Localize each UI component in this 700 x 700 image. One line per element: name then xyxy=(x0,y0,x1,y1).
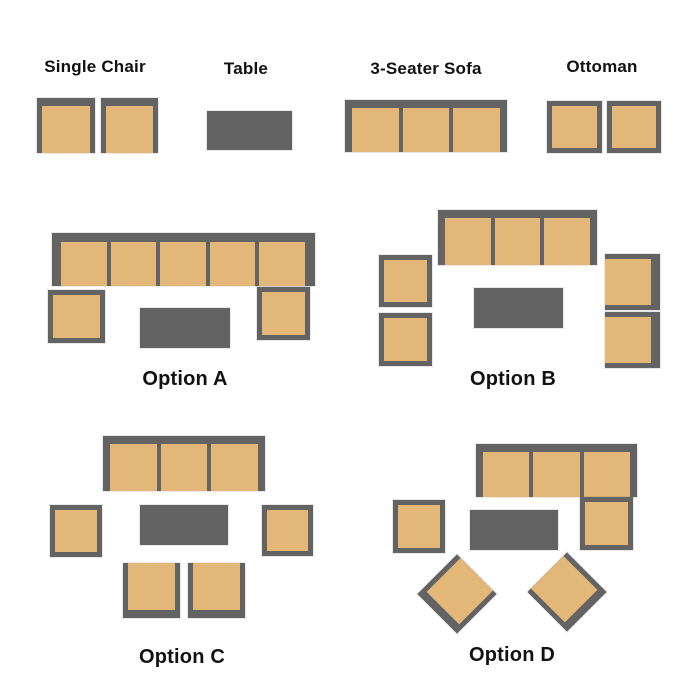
legend-label-table: Table xyxy=(223,59,269,78)
single-chair-icon xyxy=(101,98,158,153)
option-a-arrangement[interactable]: Option A xyxy=(48,233,315,390)
ottoman-shape xyxy=(262,505,313,556)
sofa-cushion xyxy=(211,444,259,491)
sofa-cushion xyxy=(209,242,256,286)
chaise-seat-shape xyxy=(580,497,633,550)
ottoman-cushion xyxy=(53,295,100,338)
option-d-arrangement[interactable]: Option D xyxy=(393,444,637,668)
sofa-cushion xyxy=(110,444,157,491)
sofa-cushion xyxy=(160,444,208,491)
table-shape xyxy=(470,510,558,550)
single-chair-icon xyxy=(37,98,95,153)
sofa-cushion xyxy=(494,218,541,265)
table-icon xyxy=(207,111,292,150)
chaise-seat-shape xyxy=(257,287,310,340)
ottoman-icon xyxy=(547,101,602,153)
option-d-label: Option D xyxy=(468,644,556,666)
option-a-label: Option A xyxy=(142,368,228,390)
legend-label-sofa: 3-Seater Sofa xyxy=(370,59,482,78)
chair-cushion xyxy=(193,563,240,610)
sofa-cushion xyxy=(402,108,450,152)
ottoman-cushion xyxy=(398,505,440,548)
ottoman-shape xyxy=(48,290,105,343)
ottoman-cushion xyxy=(384,318,427,361)
sofa-cushion xyxy=(160,242,206,286)
angled-single-chair-shape xyxy=(527,552,607,632)
three-seater-sofa-shape xyxy=(476,444,637,497)
ottoman-cushion xyxy=(55,510,97,552)
ottoman-icon xyxy=(607,101,661,153)
sofa-cushion xyxy=(110,242,157,286)
ottoman-cushion xyxy=(262,292,305,335)
option-c-arrangement[interactable]: Option C xyxy=(50,436,313,668)
ottoman-cushion xyxy=(612,106,656,148)
sofa-cushion xyxy=(533,452,580,497)
ottoman-shape xyxy=(50,505,102,557)
chair-cushion xyxy=(128,563,175,610)
option-b-label: Option B xyxy=(469,368,557,390)
chair-cushion xyxy=(605,317,651,363)
chair-cushion xyxy=(106,106,153,153)
legend-label-single-chair: Single Chair xyxy=(44,57,146,76)
option-b-arrangement[interactable]: Option B xyxy=(379,210,660,390)
sofa-cushion xyxy=(352,108,399,152)
three-seater-sofa-icon xyxy=(345,100,507,152)
single-chair-shape xyxy=(123,563,180,618)
ottoman-shape xyxy=(393,500,445,553)
chair-cushion xyxy=(42,106,90,153)
chair-cushion xyxy=(530,555,598,623)
single-chair-shape xyxy=(605,312,660,368)
table-shape xyxy=(474,288,563,328)
sofa-cushion xyxy=(453,108,501,152)
ottoman-shape xyxy=(379,255,432,307)
chair-cushion xyxy=(605,259,651,305)
sofa-cushion xyxy=(544,218,591,265)
ottoman-shape xyxy=(379,313,432,366)
sofa-cushion xyxy=(61,242,107,286)
option-c-label: Option C xyxy=(138,646,226,668)
legend-label-ottoman: Ottoman xyxy=(566,57,638,76)
single-chair-shape xyxy=(188,563,245,618)
sofa-cushion xyxy=(445,218,491,265)
ottoman-cushion xyxy=(267,510,308,551)
single-chair-shape xyxy=(605,254,660,310)
ottoman-cushion xyxy=(384,260,427,302)
five-seat-sofa-shape xyxy=(52,233,315,286)
three-seater-sofa-shape xyxy=(103,436,265,491)
sofa-cushion xyxy=(583,452,630,497)
sofa-cushion xyxy=(259,242,305,286)
angled-single-chair-shape xyxy=(417,554,497,634)
chair-cushion xyxy=(426,557,494,625)
sofa-cushion xyxy=(483,452,530,497)
table-shape xyxy=(140,308,230,348)
ottoman-cushion xyxy=(552,106,597,148)
ottoman-cushion xyxy=(585,502,628,545)
three-seater-sofa-shape xyxy=(438,210,597,265)
table-shape xyxy=(140,505,228,545)
